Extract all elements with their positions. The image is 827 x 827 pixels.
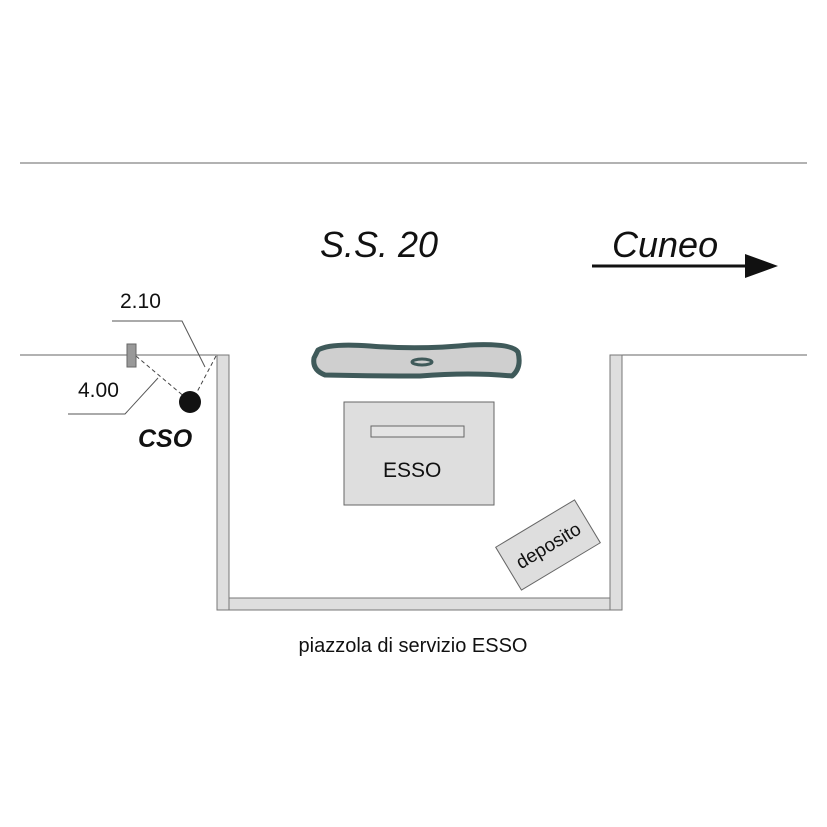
hedge-detail bbox=[410, 357, 434, 367]
dashed-distance bbox=[196, 355, 217, 393]
cso-marker bbox=[179, 391, 201, 413]
road-label: S.S. 20 bbox=[320, 224, 438, 265]
esso-label: ESSO bbox=[383, 459, 441, 482]
wall-bottom bbox=[228, 597, 611, 611]
dimension-2-10: 2.10 bbox=[120, 290, 161, 313]
direction-label: Cuneo bbox=[612, 224, 718, 265]
canopy bbox=[370, 425, 465, 438]
dashed-distance bbox=[135, 355, 187, 399]
dimension-4-00: 4.00 bbox=[78, 379, 119, 402]
direction-arrow-icon bbox=[592, 254, 778, 278]
leader-line bbox=[68, 377, 159, 415]
sign-post bbox=[126, 343, 137, 368]
wall-right bbox=[609, 354, 623, 611]
deposito-building: deposito bbox=[495, 499, 601, 591]
esso-building bbox=[343, 401, 495, 506]
wall-left bbox=[216, 354, 230, 611]
cso-label: CSO bbox=[138, 425, 193, 453]
caption: piazzola di servizio ESSO bbox=[299, 635, 528, 657]
leader-line bbox=[112, 320, 206, 368]
